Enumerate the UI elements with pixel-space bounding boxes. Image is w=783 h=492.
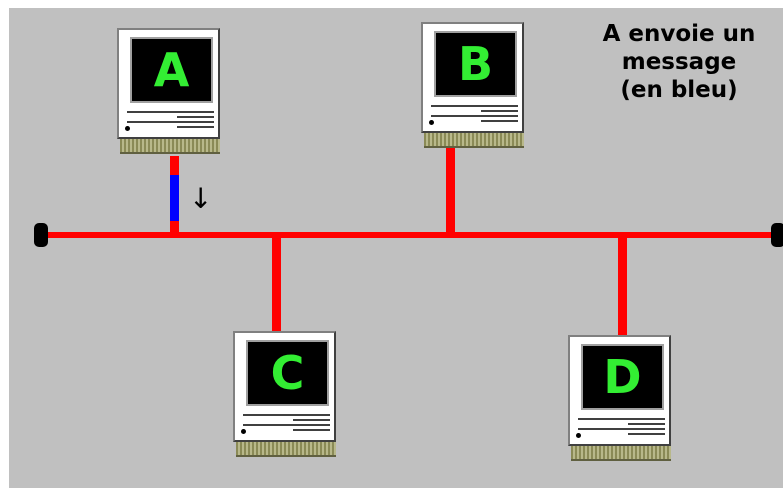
keyboard: [236, 442, 336, 457]
computer-body: B: [421, 22, 524, 133]
computer-label: B: [457, 37, 494, 91]
computer-d: D: [568, 335, 675, 465]
disk-slot-lines: [243, 414, 330, 431]
computer-screen: B: [436, 33, 515, 95]
keyboard: [120, 139, 220, 154]
computer-c: C: [233, 331, 340, 461]
computer-body: C: [233, 331, 336, 442]
drop-cable-d: [618, 234, 627, 338]
computer-label: C: [270, 346, 305, 400]
computer-screen: C: [248, 342, 327, 404]
computer-screen: D: [583, 346, 662, 408]
apple-logo-icon: [429, 120, 434, 125]
apple-logo-icon: [576, 433, 581, 438]
computer-screen: A: [132, 39, 211, 101]
arrow-down-icon: ↓: [189, 182, 213, 215]
computer-b: B: [421, 22, 528, 152]
computer-label: A: [153, 43, 190, 97]
bus-terminator-right: [771, 223, 783, 247]
network-diagram: A envoie un message (en bleu) ↓ A: [9, 8, 783, 488]
keyboard: [571, 446, 671, 461]
drop-cable-b: [446, 148, 455, 236]
caption-line-3: (en bleu): [620, 77, 738, 103]
computer-a: A: [117, 28, 224, 158]
computer-body: D: [568, 335, 671, 446]
caption-line-1: A envoie un: [602, 21, 756, 47]
caption-line-2: message: [621, 49, 737, 75]
bus-cable: [44, 232, 779, 238]
disk-slot-lines: [127, 111, 214, 128]
disk-slot-lines: [431, 105, 518, 122]
apple-logo-icon: [241, 429, 246, 434]
message-signal: [170, 175, 179, 221]
apple-logo-icon: [125, 126, 130, 131]
keyboard: [424, 133, 524, 148]
caption: A envoie un message (en bleu): [579, 20, 779, 104]
bus-terminator-left: [34, 223, 48, 247]
computer-body: A: [117, 28, 220, 139]
disk-slot-lines: [578, 418, 665, 435]
computer-label: D: [603, 350, 642, 404]
drop-cable-c: [272, 234, 281, 334]
